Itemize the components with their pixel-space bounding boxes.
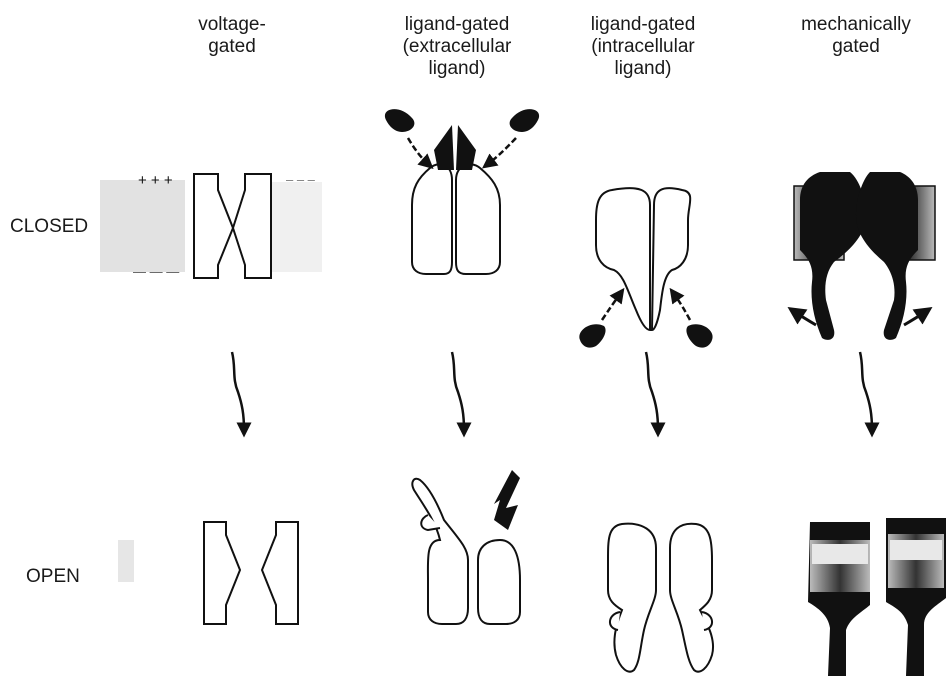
channel-subunit-right — [856, 172, 918, 340]
channel-subunit-left — [194, 174, 233, 278]
channel-subunit-right — [233, 174, 271, 278]
binding-arrow-left — [602, 294, 620, 320]
channel-subunit-left — [204, 522, 240, 624]
binding-arrow-right — [488, 138, 516, 164]
negative-charges-right: – – – — [286, 172, 316, 187]
channel-subunit-left — [412, 164, 452, 274]
transition-arrow-intracellular — [646, 352, 658, 430]
membrane-shading — [272, 182, 322, 272]
bound-ligand-right — [494, 470, 520, 530]
negative-charges-left: — — — — [133, 264, 179, 279]
mechanically-gated-open — [808, 518, 946, 676]
membrane-shading — [118, 540, 134, 582]
channel-subunit-left — [800, 172, 866, 340]
ligand-binding-site-left — [434, 125, 454, 170]
extracellular-ligand-open — [412, 470, 520, 624]
binding-arrow-left — [408, 138, 428, 164]
channel-subunit-right — [478, 540, 520, 624]
pull-arrow-left — [795, 312, 816, 325]
membrane-band-left-light — [812, 544, 868, 564]
ligand-molecule-right — [510, 109, 539, 132]
channel-subunit-right — [670, 524, 713, 672]
ligand-molecule-left — [579, 324, 605, 347]
ligand-molecule-left — [385, 109, 414, 132]
channel-subunit-left — [608, 524, 656, 672]
membrane-shading — [100, 180, 185, 272]
intracellular-ligand-closed — [579, 188, 712, 347]
extracellular-ligand-closed — [385, 109, 539, 274]
voltage-gated-open — [118, 522, 298, 624]
mechanically-gated-closed — [794, 172, 935, 340]
transition-arrow-voltage — [232, 352, 244, 430]
channel-subunit-left — [596, 188, 650, 330]
positive-charges: + + + — [138, 172, 173, 189]
ligand-binding-site-right — [456, 125, 476, 170]
transition-arrow-extracellular — [452, 352, 464, 430]
transition-arrow-mechanical — [860, 352, 872, 430]
pull-arrow-right — [904, 312, 925, 325]
ligand-molecule-right — [686, 324, 712, 347]
voltage-gated-closed — [100, 174, 322, 278]
membrane-band-right-light — [890, 540, 942, 560]
channel-subunit-left — [412, 479, 468, 624]
channel-subunit-right — [262, 522, 298, 624]
channel-subunit-right — [456, 164, 500, 274]
binding-arrow-right — [674, 294, 690, 320]
intracellular-ligand-open — [608, 524, 713, 672]
